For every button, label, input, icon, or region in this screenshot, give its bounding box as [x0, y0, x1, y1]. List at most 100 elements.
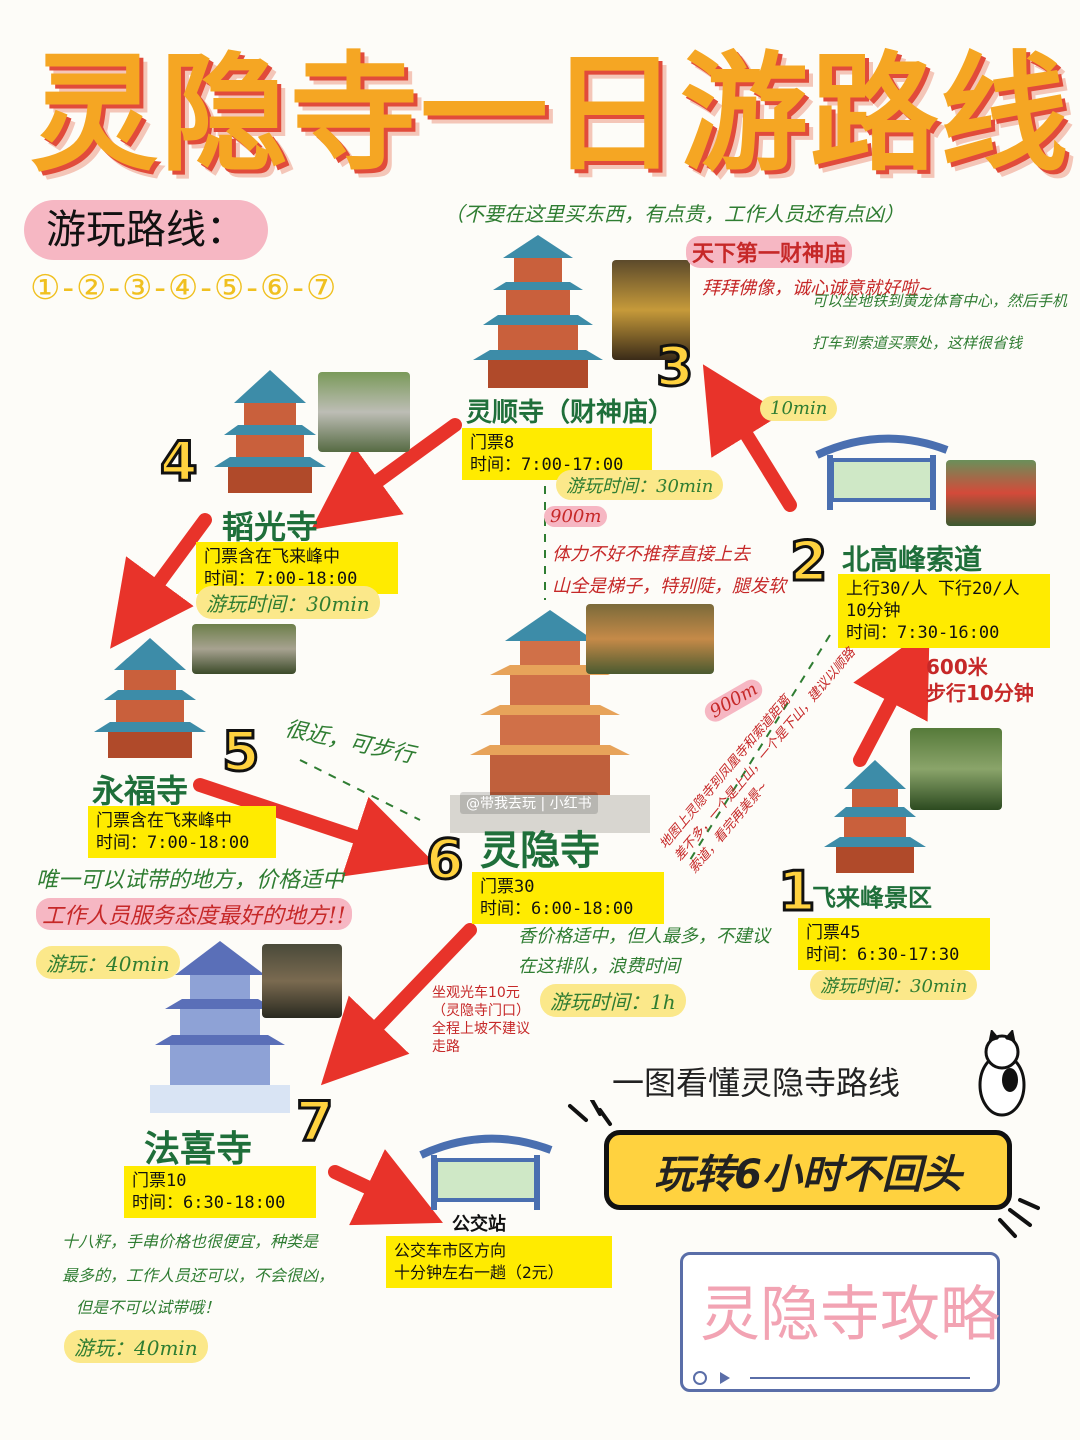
- pagoda-image-5: [94, 638, 206, 758]
- pagoda-image-6: [450, 610, 650, 833]
- strategy-card: [680, 1252, 1000, 1392]
- site5-info: 门票含在飞来峰中 时间：7:00-18:00: [88, 806, 276, 858]
- strategy-title: 灵隐寺攻略: [700, 1280, 1000, 1350]
- site5-note2: 工作人员服务态度最好的地方!!: [36, 898, 352, 930]
- site5-playtime: 游玩：40min: [36, 946, 180, 979]
- site4-ticket: 门票含在飞来峰中: [204, 547, 340, 567]
- bus-line1: 公交车市区方向: [394, 1241, 507, 1260]
- route-sequence: ①-②-③-④-⑤-⑥-⑦: [30, 268, 339, 308]
- walk3-distance: 900m: [544, 506, 608, 527]
- site5-note1: 唯一可以试带的地方，价格适中: [36, 868, 345, 893]
- top-note: （不要在这里买东西，有点贵，工作人员还有点凶）: [444, 202, 904, 226]
- site4-number: 4: [159, 429, 200, 495]
- bus-stop-image: [419, 1134, 553, 1210]
- site3-name: 灵顺寺（财神庙）: [466, 398, 675, 428]
- site6-info: 门票30 时间：6:00-18:00: [472, 872, 664, 924]
- site1-info: 门票45 时间：6:30-17:30: [798, 918, 990, 970]
- shuttle-line4: 走路: [432, 1039, 460, 1055]
- site6-playtime: 游玩时间：1h: [540, 984, 686, 1017]
- shuttle-line3: 全程上坡不建议: [432, 1021, 530, 1037]
- cat-icon: [978, 1030, 1026, 1117]
- walk3-note2: 山全是梯子，特别陡，腿发软: [552, 576, 786, 597]
- arrow-3-to-4: [311, 418, 462, 530]
- pagoda-image-1: [824, 760, 926, 873]
- route-label: 游玩路线：: [24, 200, 268, 260]
- site7-note1: 十八籽，手串价格也很便宜，种类是: [62, 1232, 319, 1251]
- site2-line2: 10分钟: [846, 601, 901, 621]
- walk12-line1: 600米: [926, 655, 988, 679]
- site7-note3: 但是不可以试带哦！: [76, 1298, 221, 1317]
- site7-name: 法喜寺: [144, 1129, 253, 1170]
- site2-hours: 时间：7:30-16:00: [846, 623, 1000, 643]
- site3-playtime: 游玩时间：30min: [556, 470, 724, 500]
- arrow-7-to-bus: [328, 1149, 443, 1226]
- shuttle-note: 坐观光车10元 （灵隐寺门口） 全程上坡不建议 走路: [432, 984, 530, 1056]
- shuttle-line2: （灵隐寺门口）: [432, 1003, 530, 1019]
- bus-info: 公交车市区方向 十分钟左右一趟（2元）: [386, 1236, 612, 1288]
- site3-ticket: 门票8: [470, 433, 515, 453]
- site4-name: 韬光寺: [222, 508, 319, 546]
- site4-info: 门票含在飞来峰中 时间：7:00-18:00: [196, 542, 398, 594]
- arrow-4-to-5: [110, 513, 212, 649]
- media-controls-icon: [693, 1371, 970, 1385]
- walk12-line2: 步行10分钟: [926, 681, 1034, 705]
- site7-playtime: 游玩：40min: [64, 1330, 208, 1363]
- site7-number: 7: [295, 1089, 336, 1155]
- site6-ticket: 门票30: [480, 877, 535, 897]
- shuttle-line1: 坐观光车10元: [432, 985, 520, 1001]
- site1-hours: 时间：6:30-17:30: [806, 945, 960, 965]
- site7-ticket: 门票10: [132, 1171, 187, 1191]
- site7-info: 门票10 时间：6:30-18:00: [124, 1166, 316, 1218]
- site7-photo: [262, 944, 342, 1018]
- site2-number: 2: [789, 529, 830, 595]
- arrow-5-to-6: [193, 778, 435, 877]
- arrow-1-to-2: [853, 627, 930, 767]
- site6-note1: 香价格适中，但人最多，不建议: [518, 926, 770, 947]
- site3-note: 拜拜佛像，诚心诚意就好啦~: [702, 278, 934, 299]
- walk3-note1: 体力不好不推荐直接上去: [552, 544, 750, 565]
- arrow-2-to-3: [702, 364, 797, 512]
- site1-name: 飞来峰景区: [812, 884, 932, 912]
- site1-playtime: 游玩时间：30min: [810, 970, 978, 1000]
- cta-banner: 玩转6小时不回头: [604, 1130, 1012, 1210]
- site2-info: 上行30/人 下行20/人 10分钟 时间：7:30-16:00: [838, 574, 1050, 648]
- site6-number: 6: [425, 827, 466, 893]
- site6-photo: [586, 604, 714, 674]
- site1-number: 1: [777, 859, 818, 925]
- page-title: 灵隐寺一日游路线: [30, 40, 1071, 189]
- site5-hours: 时间：7:00-18:00: [96, 833, 250, 853]
- site5-ticket: 门票含在飞来峰中: [96, 811, 232, 831]
- walk12-info: 600米 步行10分钟: [926, 654, 1034, 706]
- site6-name: 灵隐寺: [480, 828, 600, 874]
- bus-stop-image-2: [815, 434, 949, 510]
- slogan: 一图看懂灵隐寺路线: [612, 1064, 901, 1102]
- ropeway-photo: [946, 460, 1036, 526]
- site4-playtime: 游玩时间：30min: [196, 586, 380, 619]
- site5-photo: [192, 624, 296, 674]
- site7-note2: 最多的，工作人员还可以，不会很凶，: [62, 1266, 335, 1285]
- site2-10min: 10min: [760, 396, 838, 421]
- site6-hours: 时间：6:00-18:00: [480, 899, 634, 919]
- site6-note2: 在这排队，浪费时间: [518, 956, 680, 977]
- watermark: @带我去玩 | 小红书: [460, 792, 598, 814]
- site2-note1: 可以坐地铁到黄龙体育中心，然后手机: [812, 292, 1068, 310]
- site3-tag: 天下第一财神庙: [686, 236, 853, 268]
- statue-photo: [612, 260, 690, 360]
- pagoda-image-4: [214, 370, 326, 493]
- site5-number: 5: [221, 719, 262, 785]
- site7-hours: 时间：6:30-18:00: [132, 1193, 286, 1213]
- site1-photo: [910, 728, 1002, 810]
- arrow-6-to-7: [320, 923, 477, 1086]
- pagoda-image-3: [473, 235, 603, 388]
- site2-name: 北高峰索道: [842, 543, 983, 576]
- site2-line1: 上行30/人 下行20/人: [846, 579, 1020, 599]
- site2-note2: 打车到索道买票处，这样很省钱: [812, 334, 1023, 352]
- site4-photo: [318, 372, 410, 452]
- site4-hours: 时间：7:00-18:00: [204, 569, 358, 589]
- site1-ticket: 门票45: [806, 923, 861, 943]
- site5-name: 永福寺: [92, 772, 189, 810]
- pagoda-image-7: [150, 941, 290, 1113]
- site3-number: 3: [655, 334, 696, 400]
- bus-name: 公交站: [452, 1214, 506, 1235]
